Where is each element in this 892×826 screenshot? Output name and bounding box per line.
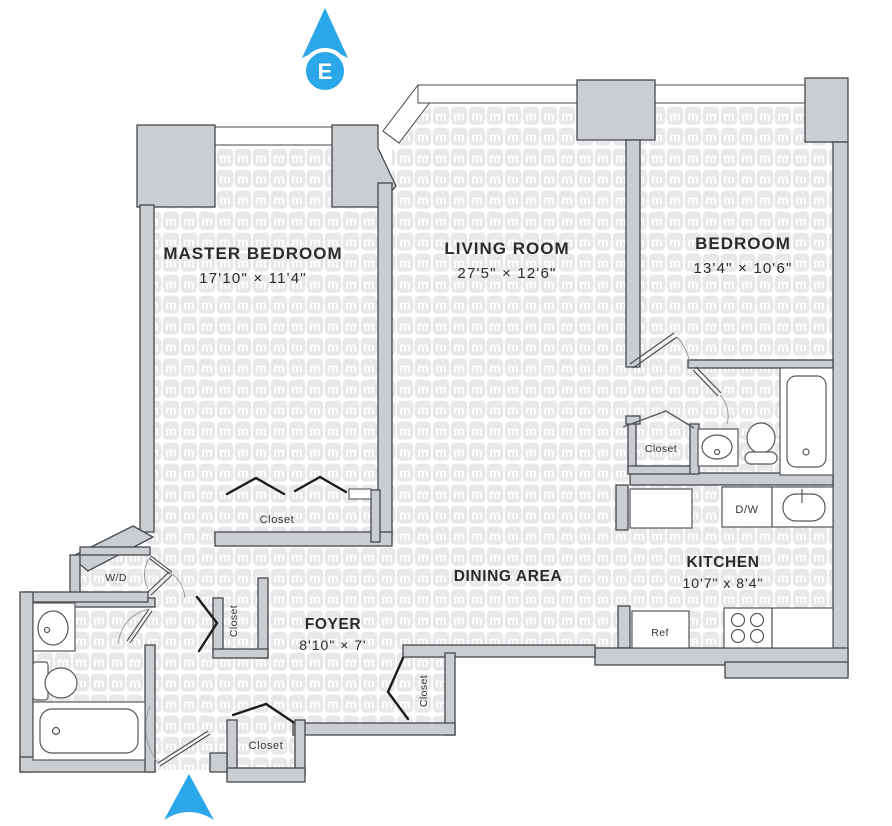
wall-bedroom-bathroom (687, 359, 834, 369)
bathroom2-door (117, 608, 153, 645)
kitchen-dimensions: 10'7" x 8'4" (683, 575, 764, 591)
dining-area-label: DINING AREA (454, 568, 563, 585)
wall-foyer-bottom (292, 722, 456, 736)
fixtures (32, 367, 834, 761)
stove (723, 607, 773, 649)
wall-kitchen-left-stub (615, 484, 629, 531)
wall-living-top-right-column (576, 79, 656, 141)
dishwasher-label: D/W (735, 504, 758, 516)
small-labels: Closet Closet Closet Closet Closet W/D D… (105, 443, 758, 752)
wall-entry-closet-left (226, 719, 238, 776)
walls (19, 77, 849, 783)
kitchen-counter-right (771, 607, 834, 649)
bedroom-closet-label: Closet (645, 443, 677, 455)
entry-arrow-icon (164, 774, 214, 820)
toilet-1 (744, 422, 778, 465)
washer-dryer-label: W/D (105, 572, 127, 584)
windows (214, 84, 806, 146)
compass: E (302, 8, 348, 94)
entry-closet-bifold-door (231, 702, 295, 724)
dishwasher-box (721, 486, 773, 528)
master-closet-label: Closet (260, 514, 295, 526)
wall-master-closet-notch (348, 488, 372, 500)
foyer-dimensions: 8'10" × 7' (299, 637, 366, 653)
compass-direction-label: E (318, 59, 333, 84)
kitchen-sink (771, 486, 834, 528)
refrigerator-box (631, 610, 690, 649)
kitchen-counter-left (629, 488, 693, 529)
toilet-2 (32, 661, 78, 701)
living-room-dimensions: 27'5" × 12'6" (457, 265, 556, 282)
refrigerator-label: Ref (651, 627, 669, 639)
wall-right-exterior (832, 141, 849, 676)
living-room-window (417, 84, 579, 104)
wall-bathroom2-right (144, 644, 156, 773)
wall-bedroom-closet-bottom (627, 465, 695, 475)
foyer-closet-door (386, 656, 410, 721)
bedroom-dimensions: 13'4" × 10'6" (693, 260, 792, 277)
master-bedroom-label: MASTER BEDROOM (163, 244, 342, 263)
bathtub-2 (32, 701, 146, 761)
master-bedroom-window (214, 126, 333, 146)
bedroom-window (654, 84, 806, 104)
wall-living-bedroom (625, 139, 641, 368)
wall-wd-top (79, 546, 151, 556)
hall-closet-door (195, 595, 219, 653)
wall-kitchen-top (629, 472, 834, 486)
bathroom-door (692, 366, 729, 425)
room-labels: MASTER BEDROOM 17'10" × 11'4" LIVING ROO… (163, 234, 792, 653)
bedroom-closet-bifold-door (622, 410, 695, 429)
doors (117, 332, 729, 767)
bathtub-1 (779, 367, 834, 476)
bedroom-label: BEDROOM (695, 234, 791, 253)
master-closet-bifold-doors (225, 475, 348, 496)
entry-closet-label: Closet (249, 740, 284, 752)
wall-bathroom2-left (19, 591, 34, 773)
entry-door (145, 705, 211, 767)
wall-bedroom-top-right-column (804, 77, 849, 143)
living-room-label: LIVING ROOM (444, 239, 569, 258)
wall-ref-stub (617, 605, 631, 649)
wall-master-left (139, 204, 155, 533)
kitchen-label: KITCHEN (686, 554, 759, 571)
wall-bedroom-closet-left (627, 419, 637, 473)
wall-hall-closet-right (257, 577, 269, 659)
wall-entry-closet-bottom (226, 767, 306, 783)
wall-hall-closet-bottom (212, 648, 269, 659)
foyer-closet-label: Closet (418, 675, 430, 707)
wall-master-living (377, 182, 393, 536)
compass-arrow-icon (302, 8, 348, 58)
wall-bathroom2-top (25, 591, 149, 603)
master-bedroom-door (147, 571, 186, 599)
bedroom-door (629, 332, 691, 369)
master-bedroom-dimensions: 17'10" × 11'4" (199, 270, 307, 287)
wall-entry-step (209, 752, 228, 773)
wall-kitchen-bottom-step (724, 661, 849, 679)
wall-entry-closet-right (294, 719, 306, 776)
foyer-label: FOYER (305, 616, 361, 633)
wall-master-bottom (214, 531, 393, 547)
hall-closet-label: Closet (228, 605, 240, 637)
wall-master-closet-right (370, 489, 381, 543)
sink-2 (32, 602, 76, 652)
wall-dining-bottom (402, 644, 596, 658)
compass-circle (302, 48, 348, 94)
wall-master-top-left-column (136, 124, 216, 208)
washer-dryer-door (143, 555, 173, 590)
sink-1 (697, 428, 739, 467)
